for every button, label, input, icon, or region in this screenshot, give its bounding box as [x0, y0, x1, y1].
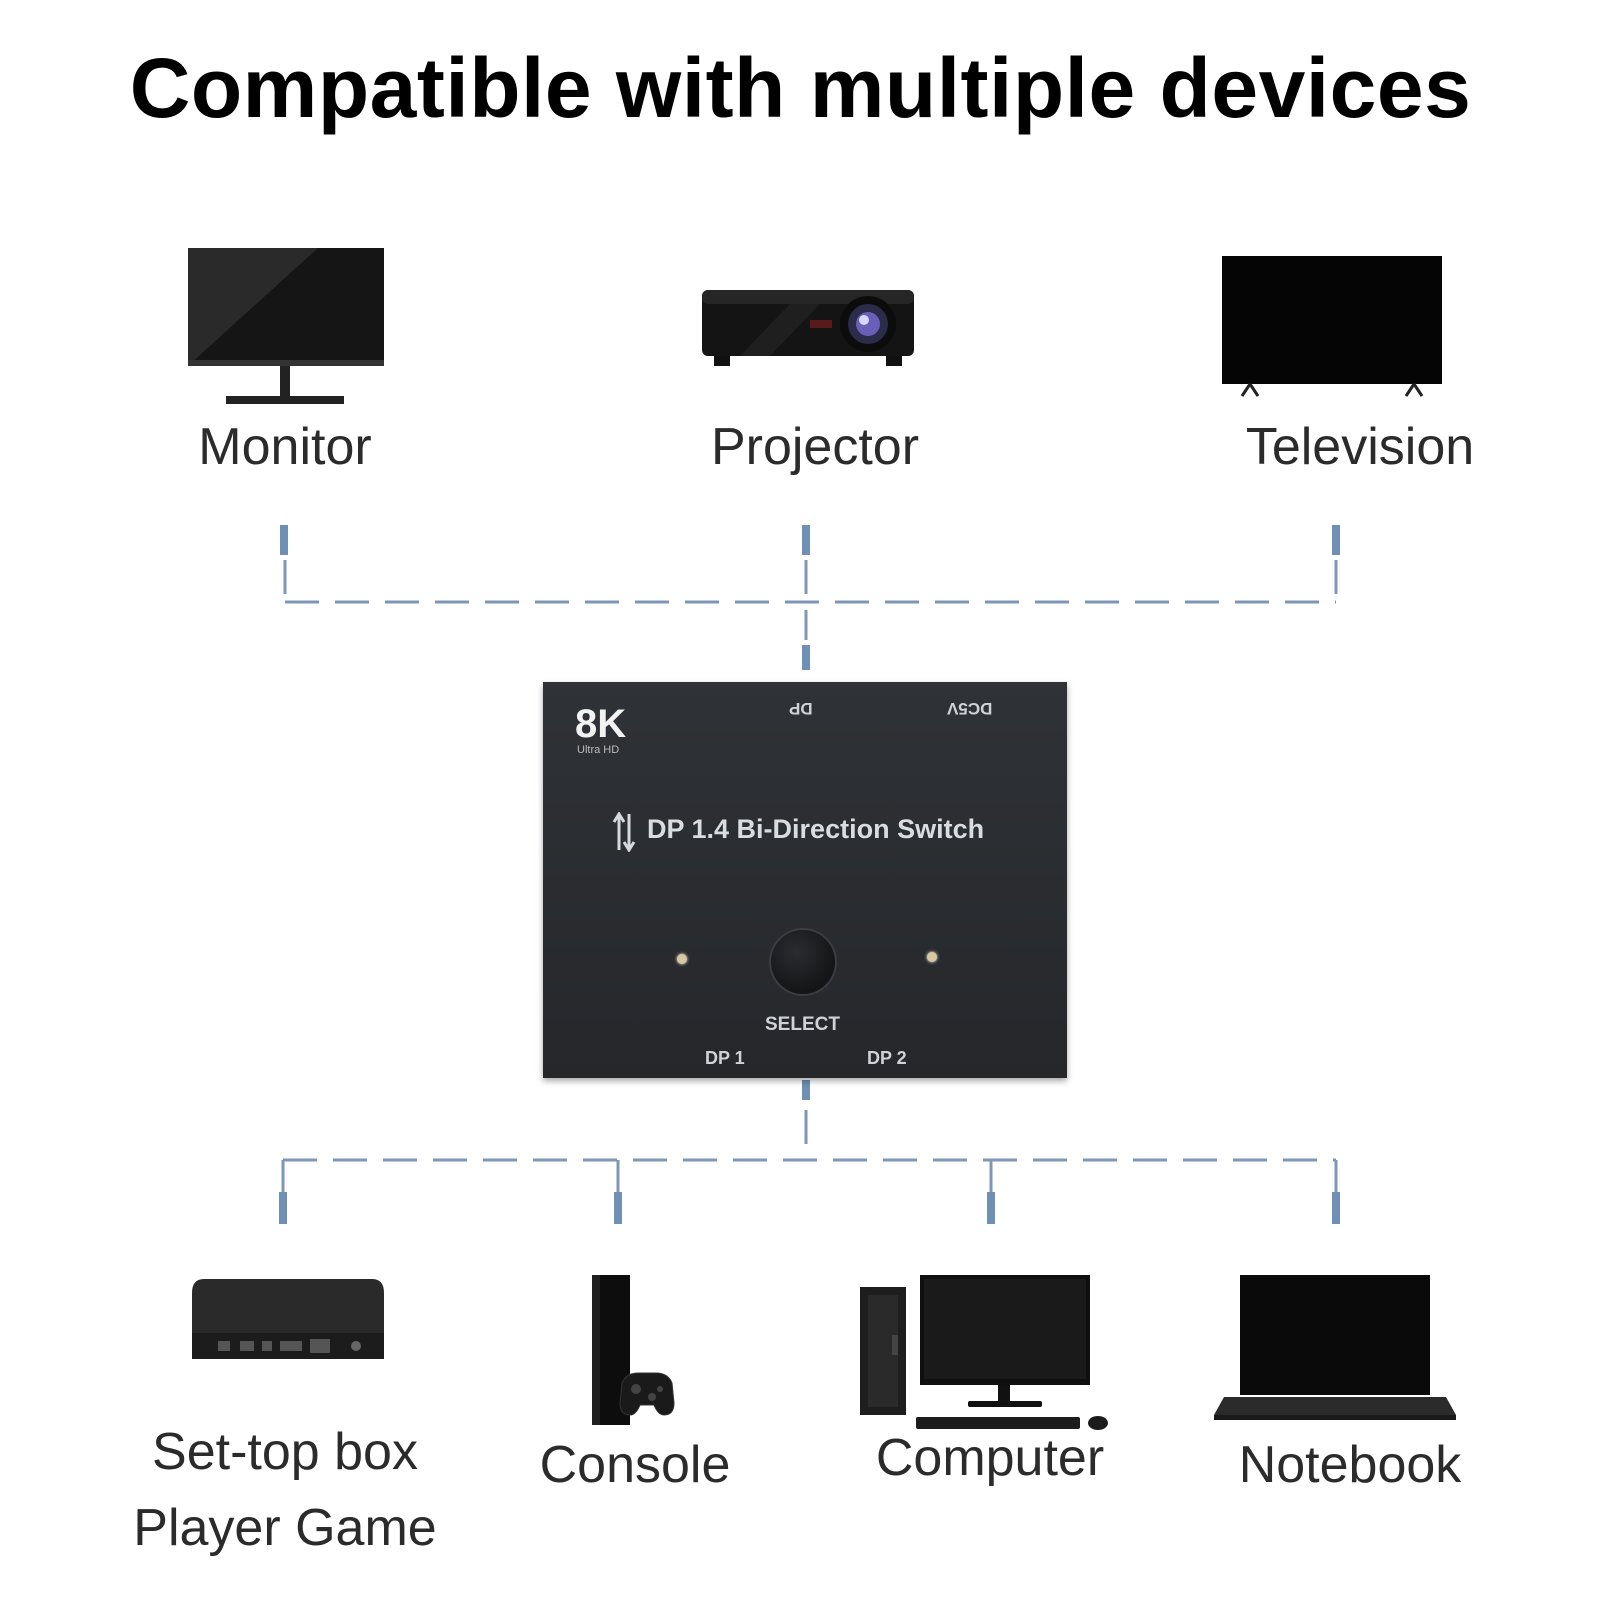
device-label-projector: Projector [710, 418, 920, 476]
bidirection-arrows-icon [612, 812, 636, 852]
device-label-monitor: Monitor [198, 418, 372, 476]
device-label-set-top-box: Set-top box [152, 1423, 418, 1481]
device-label-console: Console [539, 1436, 731, 1494]
switch-port-dp-top: DP [789, 699, 813, 718]
television-icon [1222, 256, 1442, 397]
switch-port-dp2: DP 2 [867, 1048, 907, 1068]
monitor-icon [188, 248, 384, 404]
connector-plug [279, 1192, 287, 1224]
connector-plug [280, 525, 288, 555]
device-label-notebook: Notebook [1238, 1436, 1462, 1494]
computer-icon [860, 1275, 1108, 1430]
connector-plug [1332, 525, 1340, 555]
connector-plug [802, 645, 810, 670]
notebook-icon [1214, 1275, 1456, 1420]
led-indicator-1 [677, 954, 687, 964]
device-label-television: Television [1245, 418, 1475, 476]
connector-plug [987, 1192, 995, 1224]
projector-icon [702, 290, 914, 366]
select-button[interactable] [771, 930, 835, 994]
connector-plug [802, 525, 810, 555]
select-button-label: SELECT [765, 1014, 840, 1035]
device-label-player-game: Player Game [133, 1499, 437, 1557]
switch-port-power: DC5V [947, 699, 993, 718]
switch-badge-sub: Ultra HD [577, 744, 620, 756]
led-indicator-2 [927, 952, 937, 962]
device-label-computer: Computer [875, 1429, 1105, 1487]
connector-plug [614, 1192, 622, 1224]
switch-badge-8k: 8K [575, 702, 627, 746]
connector-plug [1332, 1192, 1340, 1224]
dp-switch-device: 8K Ultra HD DP DC5V DP 1.4 Bi-Direction … [543, 682, 1067, 1078]
console-icon [592, 1275, 675, 1425]
set-top-box-icon [192, 1279, 384, 1359]
switch-port-dp1: DP 1 [705, 1048, 745, 1068]
connector-plug [802, 1080, 810, 1100]
page-title: Compatible with multiple devices [129, 41, 1472, 135]
switch-title: DP 1.4 Bi-Direction Switch [647, 814, 985, 844]
